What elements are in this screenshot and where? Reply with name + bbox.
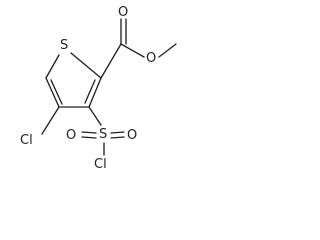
bond-c4-cl bbox=[41, 106, 60, 135]
bond-c2-s bbox=[70, 52, 102, 79]
structure-canvas: S O O Cl S O O Cl bbox=[0, 0, 182, 174]
atom-sulfonyl-oxygen-right: O bbox=[127, 128, 137, 143]
atom-chlorine-ring: Cl bbox=[20, 133, 33, 148]
bond-carbonyl-ester-o bbox=[120, 43, 145, 58]
bond-c3-c2-double bbox=[84, 79, 96, 104]
bond-c3-c2 bbox=[88, 77, 102, 108]
bond-s-c5 bbox=[45, 54, 60, 79]
bond-sulfonyl-o-left bbox=[81, 131, 97, 134]
bond-sulfonyl-o-left-double bbox=[81, 136, 97, 139]
atom-sulfonyl-sulfur: S bbox=[99, 127, 107, 142]
bond-c5-c4-double bbox=[50, 79, 63, 105]
chemical-structure: S O O Cl S O O Cl bbox=[20, 5, 177, 172]
atom-sulfonyl-oxygen-left: O bbox=[66, 128, 76, 143]
atom-carbonyl-oxygen: O bbox=[118, 5, 128, 20]
bond-ester-o-methyl bbox=[158, 43, 177, 58]
bond-c5-c4 bbox=[45, 77, 60, 108]
atom-ester-oxygen: O bbox=[146, 51, 156, 66]
atom-sulfur-ring: S bbox=[60, 38, 68, 53]
bond-c3-sulfonyl-s bbox=[88, 106, 102, 126]
bond-sulfonyl-o-right-double bbox=[110, 136, 125, 139]
atom-sulfonyl-chlorine: Cl bbox=[94, 157, 107, 172]
bond-c2-carbonyl bbox=[100, 43, 122, 79]
bond-sulfonyl-o-right bbox=[110, 131, 125, 134]
